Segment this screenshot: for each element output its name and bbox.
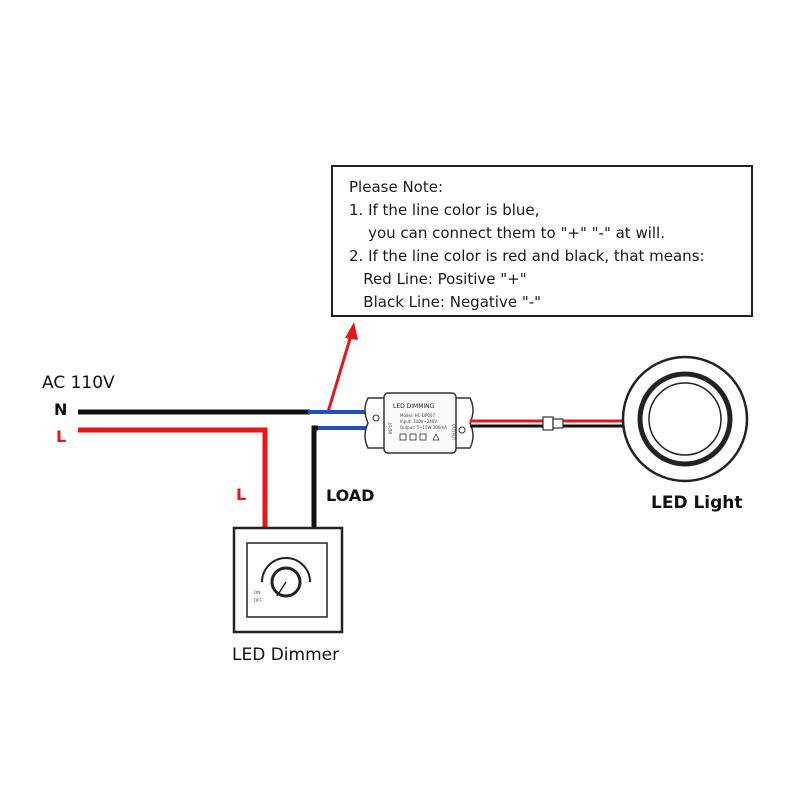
dimmer-on-label: ON	[254, 590, 260, 595]
live-wire	[78, 427, 268, 528]
ac-voltage-label: AC 110V	[42, 373, 115, 393]
driver-title: LED DIMMING	[393, 403, 435, 410]
load-label: LOAD	[326, 486, 374, 505]
driver-side-input: INPUT	[388, 421, 393, 434]
note-line-4: 2. If the line color is red and black, t…	[349, 247, 705, 265]
live-wire-label: L	[236, 485, 246, 504]
neutral-label: N	[54, 400, 67, 419]
led-light-label: LED Light	[651, 493, 743, 513]
note-line-5: Red Line: Positive "+"	[349, 270, 527, 288]
note-arrow-line	[326, 331, 354, 413]
led-dimmer: ON OFF	[232, 526, 344, 634]
driver-side-output: OUTPUT	[451, 424, 456, 441]
note-line-6: Black Line: Negative "-"	[349, 293, 541, 311]
note-line-2: 1. If the line color is blue,	[349, 201, 539, 219]
driver-spec-2: Input: 100V~240V	[400, 419, 437, 424]
certification-icons	[399, 433, 440, 441]
led-light-fixture	[621, 355, 749, 483]
driver-spec-1: Model: HC-DP007	[400, 413, 435, 418]
driver-spec-3: Output: 5~15W 300mA	[400, 425, 447, 430]
note-line-3: you can connect them to "+" "-" at will.	[349, 224, 665, 242]
led-dimmer-label: LED Dimmer	[232, 645, 339, 665]
note-box	[331, 165, 753, 317]
dimmer-off-label: OFF	[254, 598, 262, 603]
wire-connector	[542, 416, 564, 431]
note-text: Please Note: 1. If the line color is blu…	[349, 178, 705, 311]
live-label: L	[56, 427, 66, 446]
note-arrow-head	[345, 322, 358, 340]
led-driver: LED DIMMING Model: HC-DP007 Input: 100V~…	[364, 392, 474, 454]
note-line-1: Please Note:	[349, 178, 443, 196]
load-wire	[311, 425, 318, 528]
